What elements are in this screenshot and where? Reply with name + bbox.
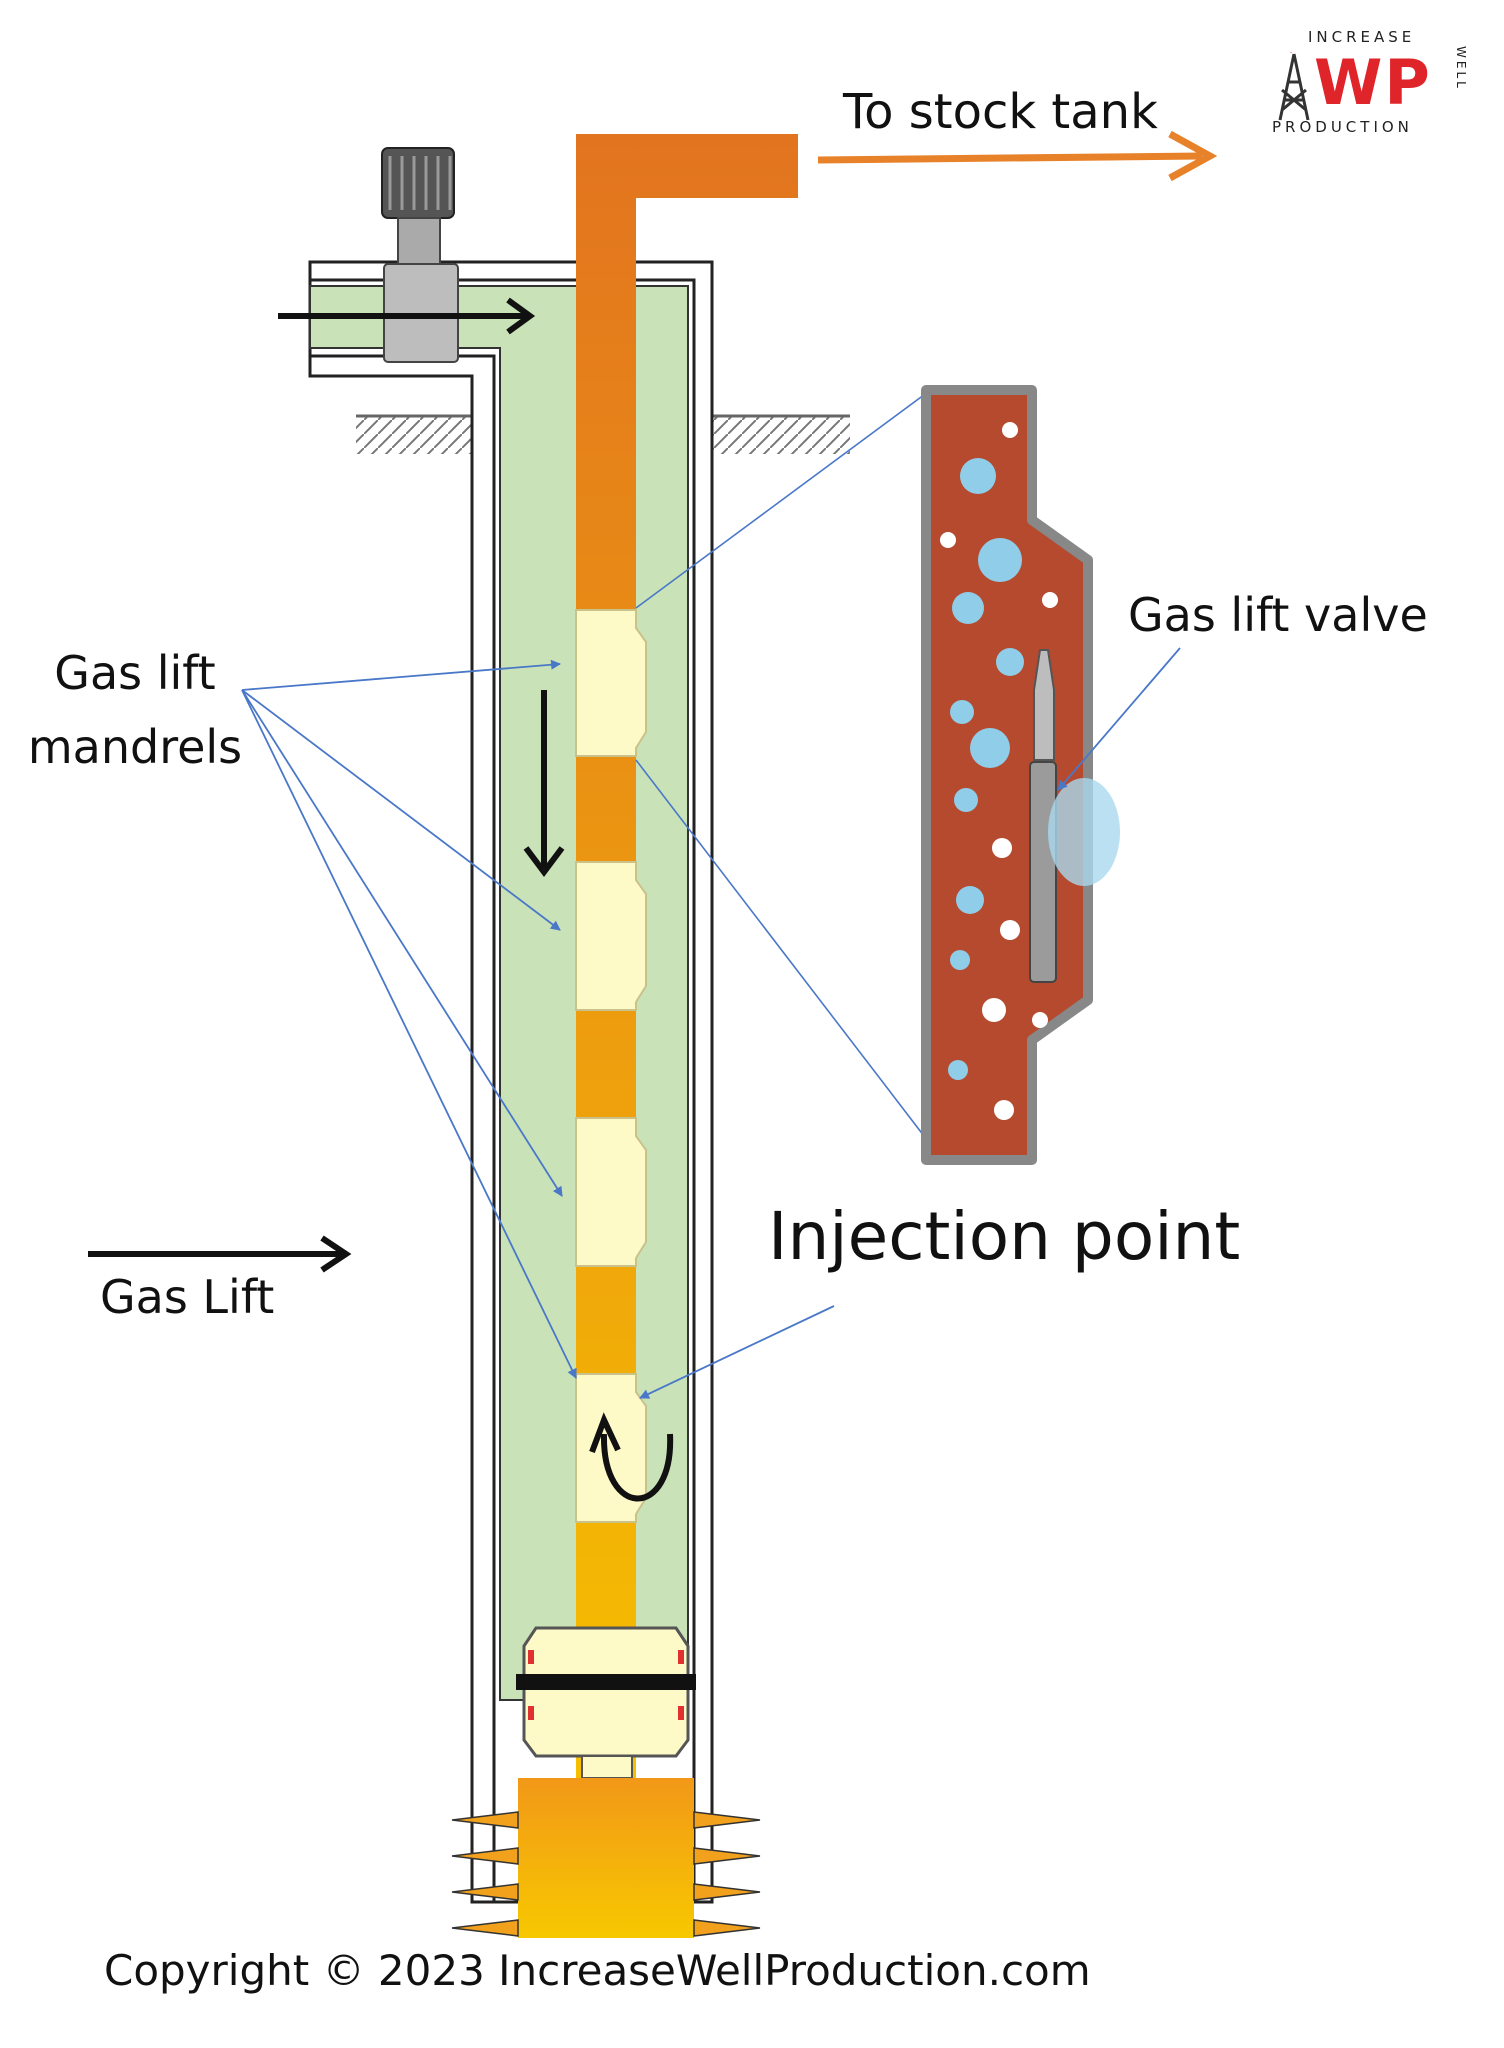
gas-lift-valve-label: Gas lift valve <box>1128 588 1428 642</box>
wellbore-perforations <box>451 1778 761 1938</box>
zoom-lines <box>635 385 937 1137</box>
stock-tank-label: To stock tank <box>843 84 1158 140</box>
injection-point-label: Injection point <box>768 1198 1241 1275</box>
gas-lift-mandrels-label: Gas lift mandrels <box>20 636 250 784</box>
logo-text-main: WP <box>1314 46 1432 119</box>
flow-arrows <box>88 297 674 1502</box>
mandrels-label-line2: mandrels <box>27 720 243 774</box>
surface-injection-valve <box>381 147 459 363</box>
logo-text-bottom: PRODUCTION <box>1272 118 1413 136</box>
logo-text-side: WELL <box>1454 46 1468 91</box>
injection-uturn-arrow <box>600 1433 674 1502</box>
gas-lift-valve-detail <box>921 385 1120 1165</box>
mandrels-label-line1: Gas lift <box>54 646 216 700</box>
iwp-logo: INCREASE WP PRODUCTION WELL <box>1268 22 1478 140</box>
stock-tank-arrow <box>817 130 1218 182</box>
gas-lift-mandrels <box>575 609 647 1523</box>
derrick-icon <box>1278 52 1310 121</box>
ground-surface <box>356 414 850 454</box>
packer <box>516 1626 696 1779</box>
label-pointers <box>241 647 1181 1399</box>
logo-text-top: INCREASE <box>1308 28 1416 46</box>
gas-lift-label: Gas Lift <box>100 1270 275 1324</box>
copyright-text: Copyright © 2023 IncreaseWellProduction.… <box>104 1946 1091 1995</box>
